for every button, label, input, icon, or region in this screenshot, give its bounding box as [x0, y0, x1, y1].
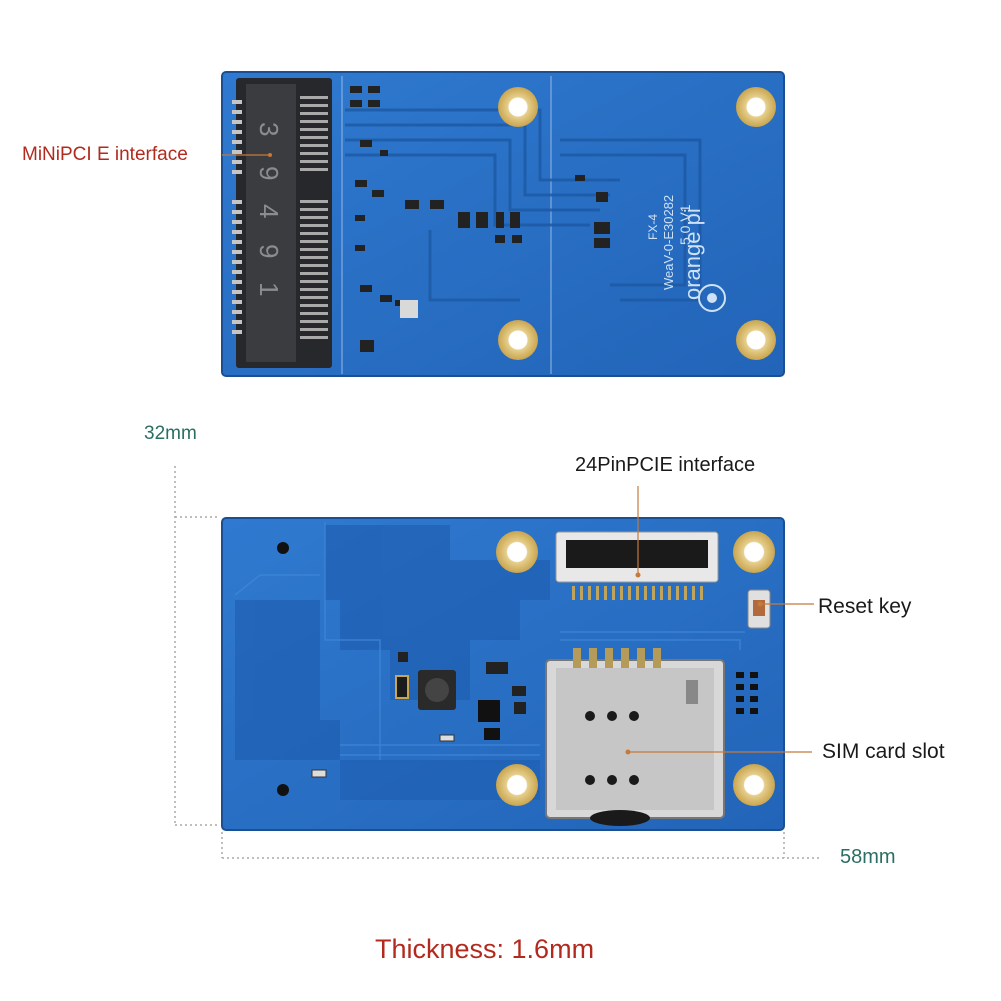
connector-digit: 9 [254, 166, 284, 180]
pointer-lines [628, 486, 814, 753]
silkscreen-text: orange pi FX-4 WeaV-0-E30282 5.0 V1 [646, 195, 705, 300]
connector-digit: 1 [254, 282, 284, 296]
sim-card-slot [545, 648, 725, 826]
width-dimension-label: 58mm [840, 846, 896, 868]
silkscreen-model: WeaV-0-E30282 [661, 195, 676, 290]
connector-digit: 9 [254, 244, 284, 258]
silkscreen-brand: orange pi [680, 208, 705, 300]
smd-components [350, 86, 610, 352]
pcie24-interface-label: 24PinPCIE interface [575, 454, 756, 476]
minipcie-interface-label: MiNiPCI E interface [22, 144, 188, 165]
orange-logo [698, 284, 726, 312]
smd-components [311, 652, 758, 778]
reset-key [747, 589, 771, 629]
bottom-board [221, 517, 785, 831]
connector-digit: 3 [254, 122, 284, 136]
connector-digit: 4 [254, 204, 284, 218]
thickness-label: Thickness: 1.6mm [375, 934, 595, 964]
silkscreen-version: 5.0 V1 [677, 204, 693, 245]
reset-key-label: Reset key [818, 595, 912, 618]
pcie24-connector [555, 531, 719, 600]
height-dimension-label: 32mm [144, 423, 197, 444]
top-board: 3 9 4 9 1 orange [221, 71, 785, 377]
silkscreen-model: FX-4 [646, 214, 660, 240]
sim-card-slot-label: SIM card slot [822, 740, 945, 763]
minipcie-connector: 3 9 4 9 1 [232, 78, 332, 368]
dimension-lines [174, 466, 822, 859]
